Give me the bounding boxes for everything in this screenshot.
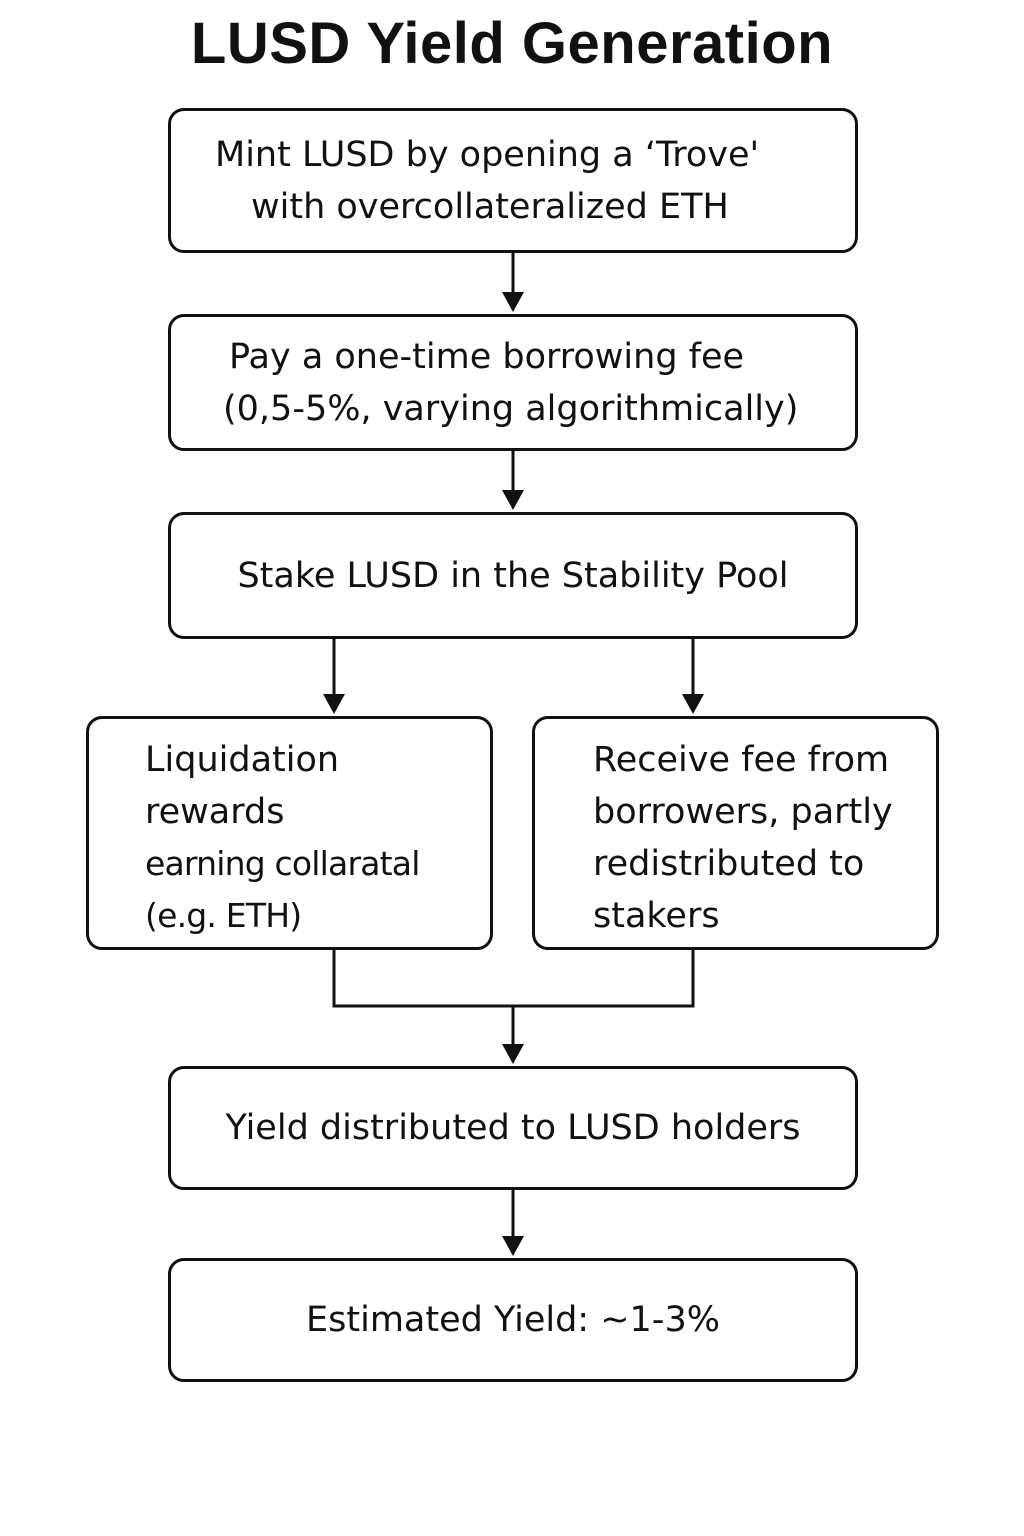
step-liquidation-rewards: Liquidation rewards earning collaratal (… (86, 716, 493, 950)
step-liquidation-line-4: (e.g. ETH) (145, 896, 302, 935)
step-liquidation-line-2: rewards (145, 792, 285, 832)
step-mint-line-2: with overcollateralized ETH (251, 186, 729, 227)
arrow-mint-to-fee (502, 253, 524, 312)
step-stake-stability-pool: Stake LUSD in the Stability Pool (168, 512, 858, 639)
step-receive-fee-line-4: stakers (593, 896, 720, 936)
step-receive-fee: Receive fee from borrowers, partly redis… (532, 716, 939, 950)
arrow-stake-to-liquidation (323, 639, 345, 714)
step-fee-line-1: Pay a one-time borrowing fee (229, 336, 745, 377)
step-liquidation-line-1: Liquidation (145, 740, 340, 780)
arrow-merge-to-yield (502, 1006, 524, 1064)
step-fee-line-2: (0,5-5%, varying algorithmically) (223, 388, 799, 429)
step-yield-distributed: Yield distributed to LUSD holders (168, 1066, 858, 1190)
step-estimated-yield: Estimated Yield: ~1-3% (168, 1258, 858, 1382)
step-yield-line-1: Yield distributed to LUSD holders (225, 1108, 801, 1148)
step-borrowing-fee: Pay a one-time borrowing fee (0,5-5%, va… (168, 314, 858, 451)
step-receive-fee-line-1: Receive fee from (593, 740, 890, 780)
step-mint-line-1: Mint LUSD by opening a ‘Trove' (215, 134, 760, 175)
step-mint-lusd: Mint LUSD by opening a ‘Trove' with over… (168, 108, 858, 253)
step-stake-line-1: Stake LUSD in the Stability Pool (237, 555, 789, 596)
step-estimate-line-1: Estimated Yield: ~1-3% (306, 1300, 720, 1340)
diagram-title: LUSD Yield Generation (190, 11, 834, 76)
arrow-yield-to-estimate (502, 1190, 524, 1256)
arrow-stake-to-receive-fee (682, 639, 704, 714)
step-liquidation-line-3: earning collaratal (145, 844, 420, 883)
merge-connector (332, 950, 695, 1008)
arrow-fee-to-stake (502, 451, 524, 510)
step-receive-fee-line-2: borrowers, partly (593, 792, 893, 832)
step-receive-fee-line-3: redistributed to (593, 844, 865, 884)
